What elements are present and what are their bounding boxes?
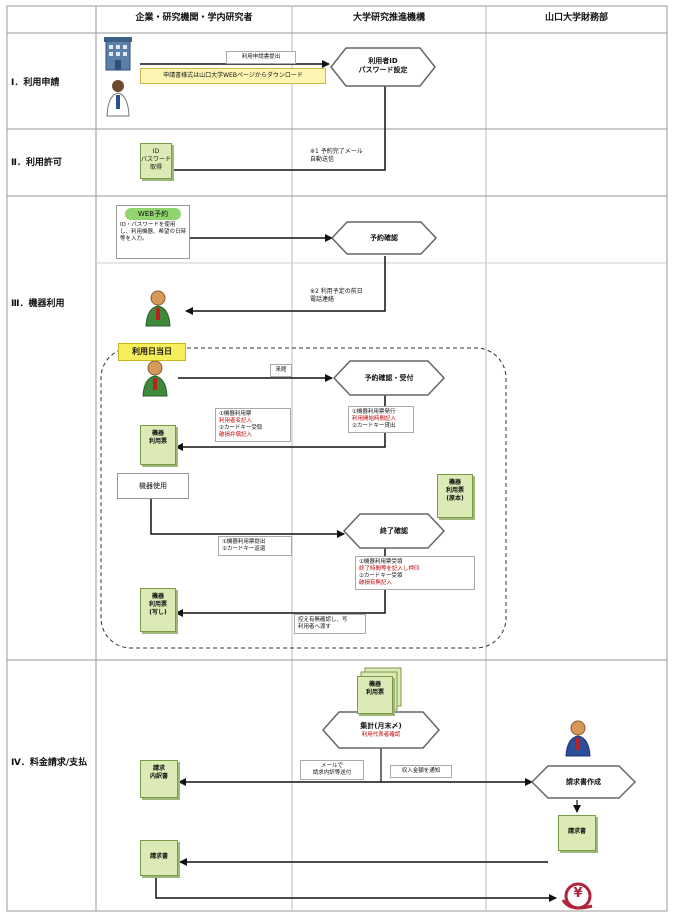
yellow-download-note: 申請書様式は山口大学WEBページからダウンロード bbox=[140, 68, 326, 84]
copy-doc-line1: 機器 bbox=[151, 593, 164, 600]
auto-mail-note: ※1 予約完了メール 自動送信 bbox=[310, 148, 380, 164]
equipment-slips-stack: 機器 利用票 bbox=[357, 676, 393, 714]
checkin-note: ①機器利用票発行 利用開始時間記入 ②カードキー貸出 bbox=[348, 406, 414, 433]
copy-note: 控え有無確認し、写 利用者へ渡す bbox=[294, 614, 366, 634]
visit-label: 来館 bbox=[270, 364, 292, 377]
user-note-1: ①機器利用票 bbox=[219, 411, 252, 417]
hex-id-setup-text: 利用者ID パスワード設定 bbox=[346, 57, 420, 75]
arrow-label-submit: 利用申請書提出 bbox=[226, 51, 296, 64]
web-reserve-box: WEB予約 ID・パスワードを使用し、利用機器、希望の日時等を入力。 bbox=[116, 205, 190, 259]
invoice-detail-doc: 請求 内訳書 bbox=[140, 760, 178, 798]
stage-label-billing: Ⅳ．料金請求/支払 bbox=[11, 758, 88, 768]
hex-end-text: 終了確認 bbox=[380, 527, 408, 535]
hex-total-text: 集計(月末〆) 利用代表者確認 bbox=[339, 722, 423, 740]
usage-day-label: 利用日当日 bbox=[118, 343, 186, 361]
stack-line2: 利用票 bbox=[365, 689, 384, 696]
column-header-promotion: 大学研究推進機構 bbox=[352, 13, 425, 23]
return-note: ①機器利用票提出 ②カードキー返還 bbox=[218, 536, 292, 556]
stage-label-permission: Ⅱ．利用許可 bbox=[11, 158, 62, 168]
hex-id-line2: パスワード設定 bbox=[358, 66, 408, 74]
checkin-note-1: ①機器利用票発行 bbox=[352, 409, 396, 415]
mail-note-1: メールで bbox=[320, 763, 343, 769]
detail-doc-line1: 請求 bbox=[152, 765, 165, 772]
mail-invoice-note: メールで 請求内訳等送付 bbox=[300, 760, 364, 780]
hex-invoice-text: 請求書作成 bbox=[566, 778, 601, 786]
equipment-slip-copy-doc: 機器 利用票 (写し) bbox=[140, 588, 176, 632]
hex-end-confirm bbox=[342, 513, 446, 549]
copy-note-1: 控え有無確認し、写 bbox=[298, 617, 348, 623]
building-icon bbox=[104, 37, 132, 71]
invoice-doc-finance: 請求書 bbox=[558, 815, 596, 851]
end-note-2: 終了時間等を記入し押印 bbox=[359, 566, 420, 572]
hex-reserve-confirm bbox=[330, 221, 438, 255]
id-doc-line3: 取得 bbox=[149, 164, 162, 171]
end-note-1: ①機器利用票受領 bbox=[359, 559, 403, 565]
detail-doc-line2: 内訳書 bbox=[149, 773, 168, 780]
stack-line1: 機器 bbox=[368, 681, 381, 688]
equipment-use-box: 機器使用 bbox=[117, 473, 189, 499]
user-person-icon-1 bbox=[145, 290, 171, 327]
slip-doc-line2: 利用票 bbox=[148, 438, 167, 445]
hex-total bbox=[321, 711, 441, 749]
yen-payment-icon bbox=[561, 882, 593, 910]
return-note-1: ①機器利用票提出 bbox=[222, 539, 266, 545]
phone-note: ※2 利用予定の前日 電話連絡 bbox=[310, 288, 385, 304]
income-notice-note: 収入金額を通知 bbox=[390, 765, 452, 778]
copy-doc-line3: (写し) bbox=[149, 609, 167, 616]
copy-doc-line2: 利用票 bbox=[148, 601, 167, 608]
yen-symbol: ¥ bbox=[573, 886, 583, 901]
web-reserve-text: ID・パスワードを使用し、利用機器、希望の日時等を入力。 bbox=[120, 222, 187, 242]
hex-reserve-text: 予約確認 bbox=[370, 234, 398, 242]
equipment-slip-doc: 機器 利用票 bbox=[140, 425, 176, 465]
copy-note-2: 利用者へ渡す bbox=[298, 624, 332, 630]
hex-total-sub: 利用代表者確認 bbox=[361, 732, 401, 738]
finance-person-icon bbox=[565, 720, 591, 757]
user-receive-note: ①機器利用票 利用者名記入 ②カードキー受取 破損弁償記入 bbox=[215, 408, 291, 442]
hex-checkin-text: 予約確認・受付 bbox=[364, 374, 414, 382]
stage-label-equipment-use: Ⅲ．機器利用 bbox=[11, 299, 65, 309]
user-note-2: 利用者名記入 bbox=[219, 418, 253, 424]
auto-mail-line2: 自動送信 bbox=[310, 156, 335, 163]
hex-id-setup bbox=[330, 47, 436, 87]
return-note-2: ②カードキー返還 bbox=[222, 546, 266, 552]
user-person-icon-2 bbox=[142, 360, 168, 397]
checkin-note-3: ②カードキー貸出 bbox=[352, 423, 396, 429]
orig-doc-line1: 機器 bbox=[448, 479, 461, 486]
phone-note-line2: 電話連絡 bbox=[310, 296, 335, 303]
orig-doc-line2: 利用票 bbox=[445, 487, 464, 494]
hex-invoice bbox=[530, 765, 637, 799]
hex-total-title: 集計(月末〆) bbox=[360, 722, 402, 730]
id-doc-line2: パスワード bbox=[141, 156, 172, 163]
column-header-finance: 山口大学財務部 bbox=[544, 13, 608, 23]
web-reserve-title: WEB予約 bbox=[125, 208, 181, 220]
user-note-3: ②カードキー受取 bbox=[219, 425, 263, 431]
end-note-4: 破損有無記入 bbox=[359, 580, 393, 586]
end-confirm-note: ①機器利用票受領 終了時間等を記入し押印 ②カードキー受領 破損有無記入 bbox=[355, 556, 475, 590]
id-doc-line1: ID bbox=[152, 148, 160, 155]
user-note-4: 破損弁償記入 bbox=[219, 432, 253, 438]
researcher-icon bbox=[106, 80, 130, 117]
equipment-slip-original-doc: 機器 利用票 (原本) bbox=[437, 474, 473, 518]
mail-note-2: 請求内訳等送付 bbox=[312, 770, 352, 776]
orig-doc-line3: (原本) bbox=[446, 495, 464, 502]
hex-checkin bbox=[332, 360, 446, 396]
hex-id-line1: 利用者ID bbox=[368, 57, 398, 65]
slip-doc-line1: 機器 bbox=[151, 430, 164, 437]
auto-mail-line1: ※1 予約完了メール bbox=[310, 148, 363, 155]
id-password-doc: ID パスワード 取得 bbox=[140, 143, 172, 179]
end-note-3: ②カードキー受領 bbox=[359, 573, 403, 579]
phone-note-line1: ※2 利用予定の前日 bbox=[310, 288, 363, 295]
column-header-users: 企業・研究機関・学内研究者 bbox=[135, 13, 253, 23]
stage-label-application: Ⅰ．利用申請 bbox=[11, 78, 60, 88]
checkin-note-2: 利用開始時間記入 bbox=[352, 416, 397, 422]
invoice-doc-user: 請求書 bbox=[140, 840, 178, 876]
